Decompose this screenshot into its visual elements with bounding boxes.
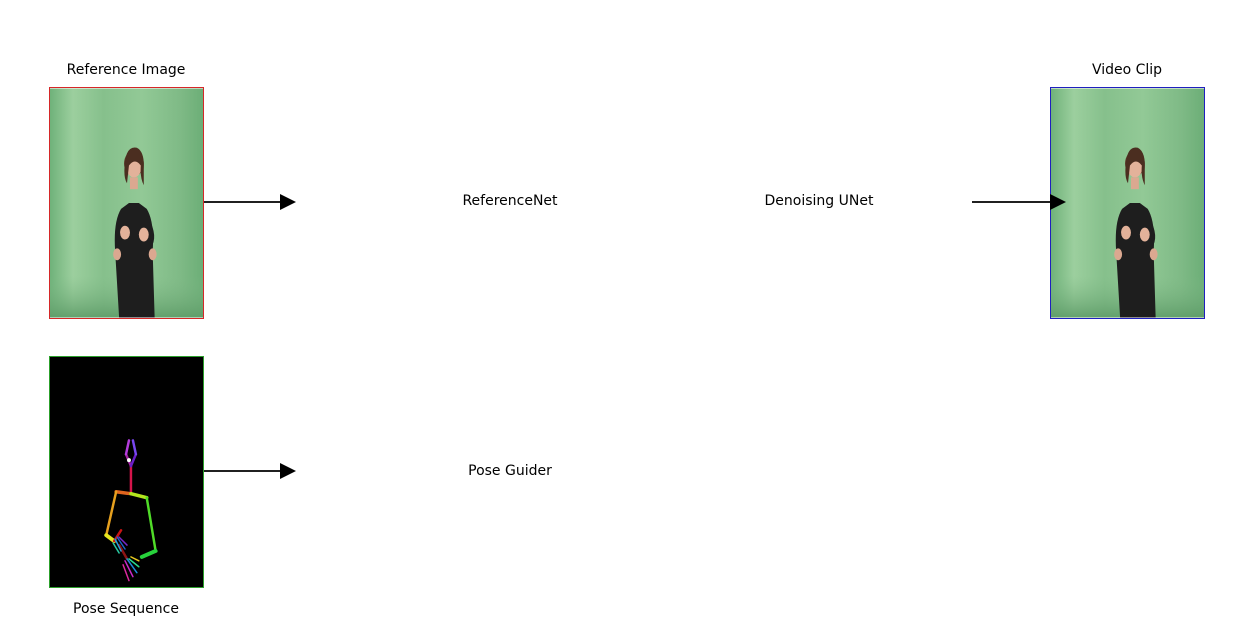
reference-image-picture [50,88,203,318]
arrow-pose-to-poseguider [204,463,296,479]
signer-figure [1114,147,1158,318]
pose-sequence [49,356,204,588]
pose-sequence-title: Pose Sequence [73,601,179,617]
video-clip-picture [1051,88,1204,318]
video-clip-title: Video Clip [1091,62,1163,78]
referencenet-label: ReferenceNet [462,193,558,209]
arrow-head [280,463,296,479]
signer-figure [113,147,157,318]
pose-hand-points [112,536,140,582]
reference-image [49,87,204,319]
pose-skeleton [104,439,158,561]
arrow-head [280,194,296,210]
pose-skeleton-picture [50,357,203,587]
denoising-unet-label: Denoising UNet [764,193,874,209]
video-clip [1050,87,1205,319]
reference-image-title: Reference Image [66,62,186,78]
pose-guider-label: Pose Guider [468,463,552,479]
arrow-reference-to-referencenet [204,194,296,210]
